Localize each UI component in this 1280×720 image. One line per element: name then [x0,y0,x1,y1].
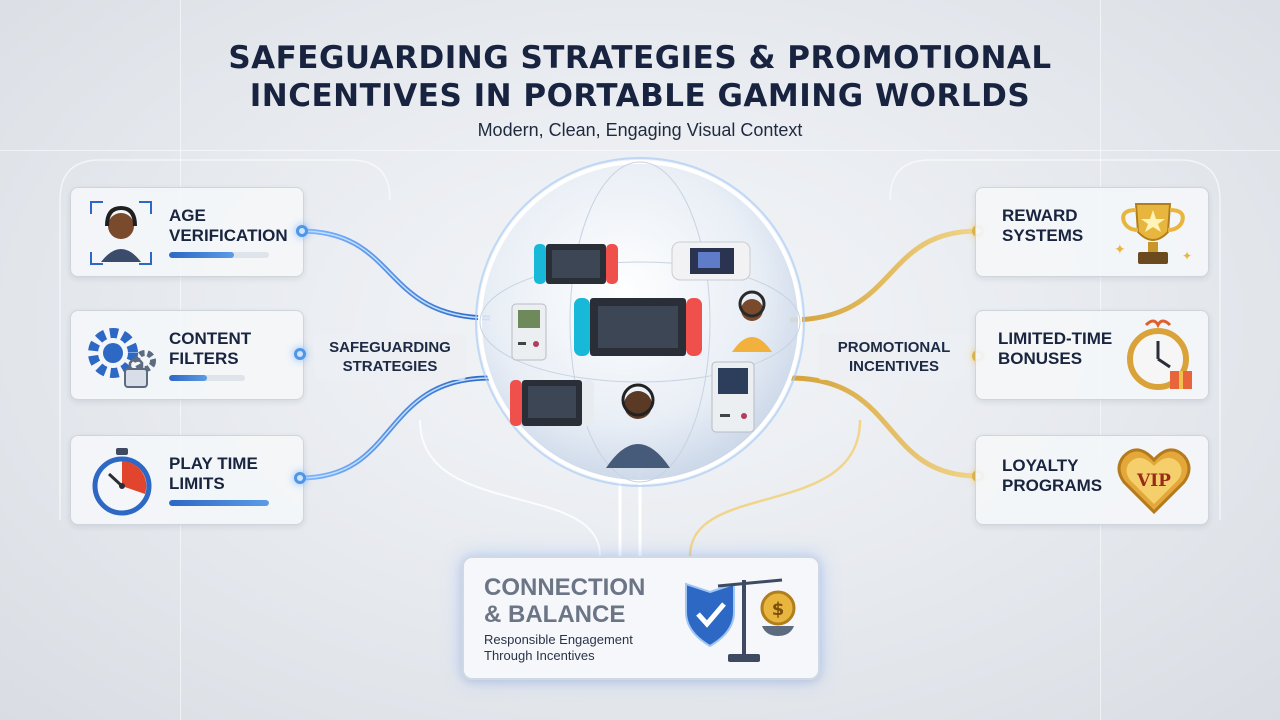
white-connector [419,419,601,557]
page-title-line-2: INCENTIVES IN PORTABLE GAMING WORLDS [249,78,1031,114]
card-limited-time-bonuses[interactable]: LIMITED-TIME BONUSES [975,310,1209,400]
avatar-face-icon [90,201,152,265]
avatar-figure-center [606,383,670,468]
globe-parallel [479,261,801,383]
blue-connector [299,230,491,319]
handheld-console-bottom-left [510,380,594,426]
progress-fill [169,375,207,381]
svg-text:✦: ✦ [1114,242,1126,258]
center-title: CONNECTION & BALANCE [484,574,646,628]
connection-balance-panel[interactable]: CONNECTION & BALANCE Responsible Engagem… [462,556,820,680]
connector-node [294,472,306,484]
gold-connector [688,419,862,557]
handheld-console-top-right [671,241,751,281]
vip-heart-icon: VIP [1117,448,1191,515]
frame-arc [889,159,1221,520]
connector-node [296,225,308,237]
page-title-line-1: SAFEGUARDING STRATEGIES & PROMOTIONAL [228,40,1052,76]
handheld-console-top-left [534,244,618,284]
progress-bar [169,252,269,258]
blue-connector [299,375,491,481]
shield-scale-coin-icon: $ [685,578,796,662]
handheld-console-center [574,298,702,356]
vip-text: VIP [1136,471,1171,491]
promotional-section-label: PROMOTIONAL INCENTIVES [818,334,970,380]
gold-connector [789,228,979,323]
safeguarding-section-label: SAFEGUARDING STRATEGIES [314,334,466,380]
svg-text:✦: ✦ [1182,249,1192,263]
frame-arc [59,159,391,520]
stopwatch-icon [92,448,152,516]
card-content-filters[interactable]: CONTENT FILTERS [70,310,304,400]
globe-meridian [569,161,711,483]
gameboy-console-left [511,303,547,361]
blue-connector [299,228,491,321]
card-label: AGE VERIFICATION [169,206,288,245]
card-label: CONTENT FILTERS [169,329,252,368]
card-reward-systems[interactable]: REWARD SYSTEMS ✦ ✦ [975,187,1209,277]
trophy-icon: ✦ ✦ [1114,203,1192,264]
bg-grid-line [0,150,1280,151]
blue-connector [299,377,491,479]
connector-node [294,348,306,360]
avatar-figure-right [732,290,772,352]
gold-connector [789,375,979,479]
center-subtitle: Responsible Engagement Through Incentive… [484,632,633,663]
card-label: PLAY TIME LIMITS [169,454,258,493]
gear-lock-icon [88,328,156,388]
gameboy-console-right [711,361,755,433]
card-loyalty-programs[interactable]: LOYALTY PROGRAMS VIP [975,435,1209,525]
progress-bar [169,375,245,381]
card-play-time-limits[interactable]: PLAY TIME LIMITS [70,435,304,525]
clock-gift-icon [1127,319,1192,390]
progress-fill [169,252,234,258]
globe-glow [475,157,805,487]
card-label: LIMITED-TIME BONUSES [998,329,1113,368]
card-label: LOYALTY PROGRAMS [1002,456,1103,495]
progress-bar [169,500,269,506]
page-subtitle: Modern, Clean, Engaging Visual Context [477,120,803,140]
card-age-verification[interactable]: AGE VERIFICATION [70,187,304,277]
progress-fill [169,500,269,506]
card-label: REWARD SYSTEMS [1002,206,1084,245]
coin-symbol: $ [772,599,785,620]
